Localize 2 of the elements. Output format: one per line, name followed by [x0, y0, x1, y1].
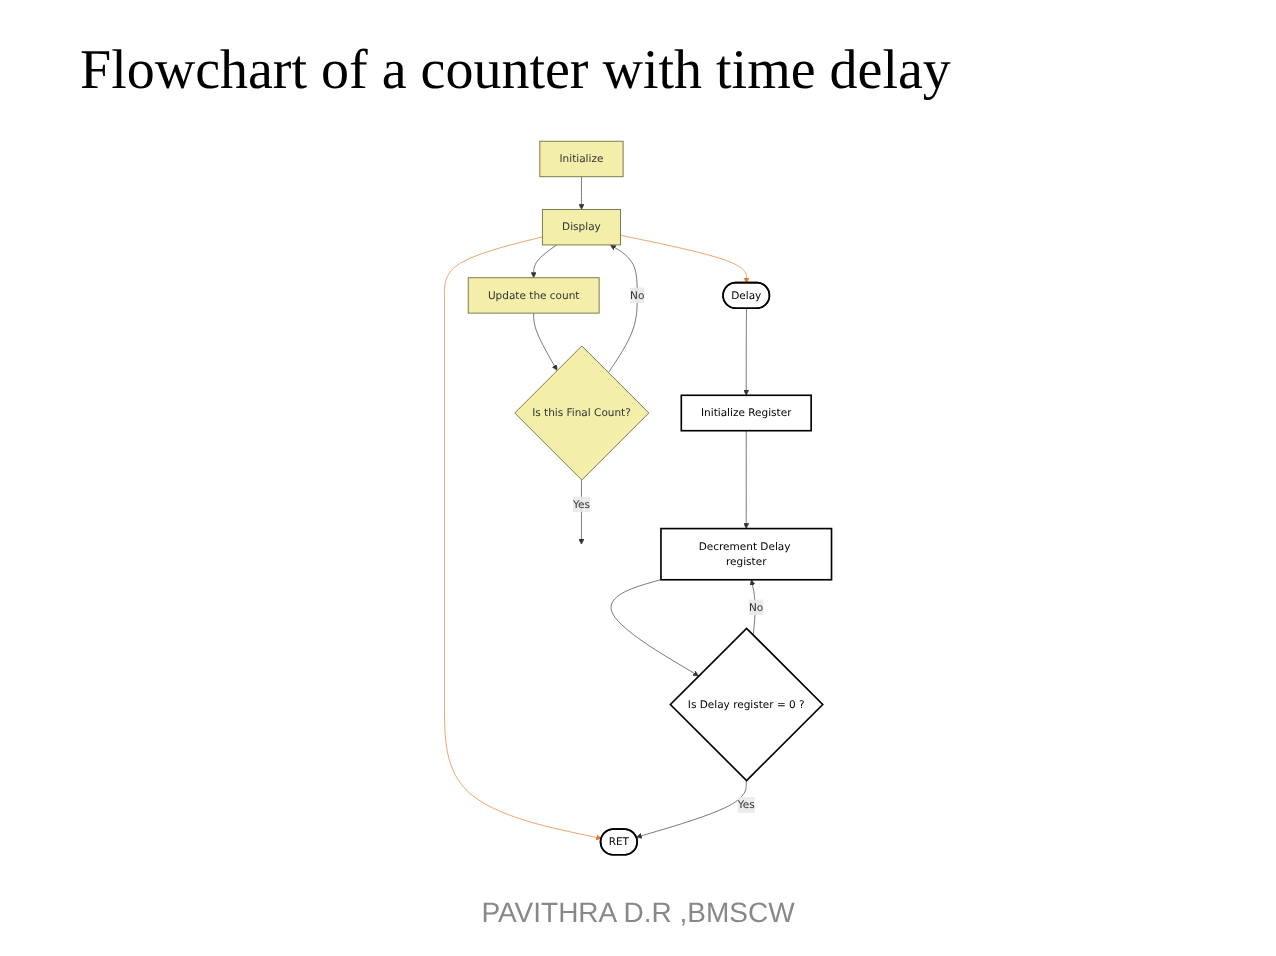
author-note: PAVITHRA D.R ,BMSCW — [481, 896, 795, 928]
title: Flowchart of a counter with time delay — [80, 40, 951, 104]
